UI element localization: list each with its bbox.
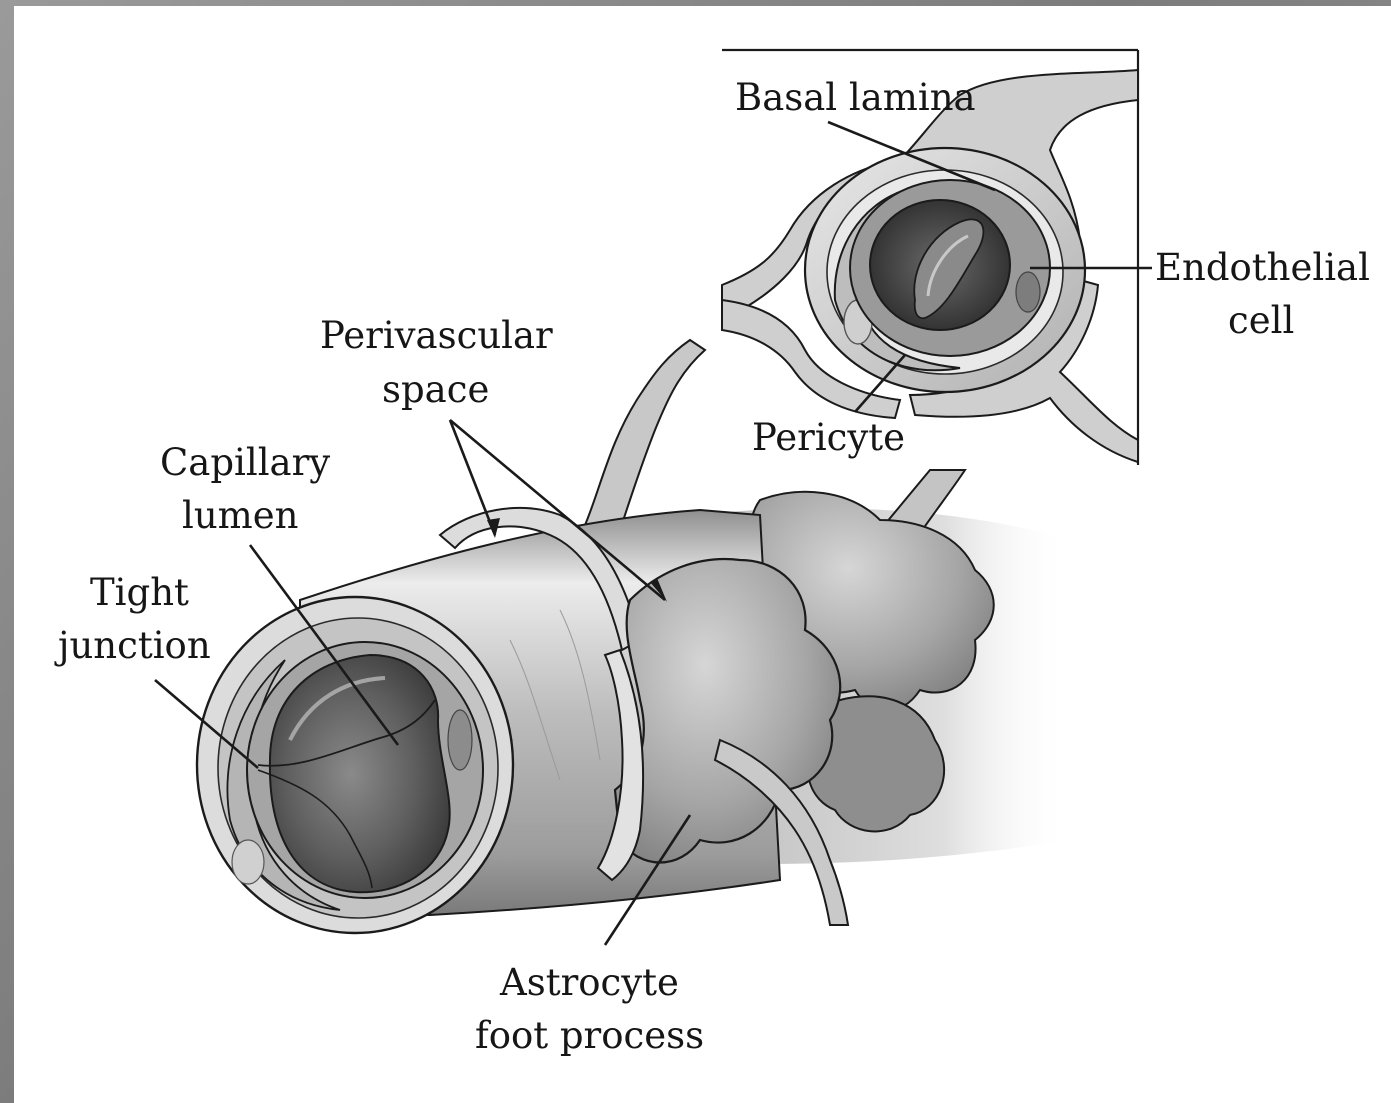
- capillary-vessel: [155, 340, 1070, 945]
- label-tight-line1: Tight: [90, 571, 189, 614]
- label-perivascular-line2: space: [382, 368, 489, 411]
- label-capillary-line2: lumen: [182, 494, 298, 537]
- label-endothelial-line1: Endothelial: [1155, 246, 1370, 289]
- label-astrocyte-line1: Astrocyte: [499, 961, 679, 1004]
- vessel-endothelial-nucleus: [448, 710, 472, 770]
- astrocyte-stem-upper: [585, 340, 705, 530]
- label-tight-line2: junction: [54, 624, 211, 667]
- label-astrocyte-line2: foot process: [475, 1014, 704, 1057]
- inset-endothelial-nucleus: [1016, 272, 1040, 312]
- label-perivascular-line1: Perivascular: [320, 314, 553, 357]
- vessel-pericyte-nucleus: [232, 840, 264, 884]
- vessel-lumen: [270, 655, 450, 892]
- label-endothelial-line2: cell: [1228, 299, 1294, 342]
- label-basal-lamina: Basal lamina: [735, 76, 976, 119]
- label-capillary-line1: Capillary: [160, 441, 330, 484]
- label-pericyte: Pericyte: [752, 416, 905, 459]
